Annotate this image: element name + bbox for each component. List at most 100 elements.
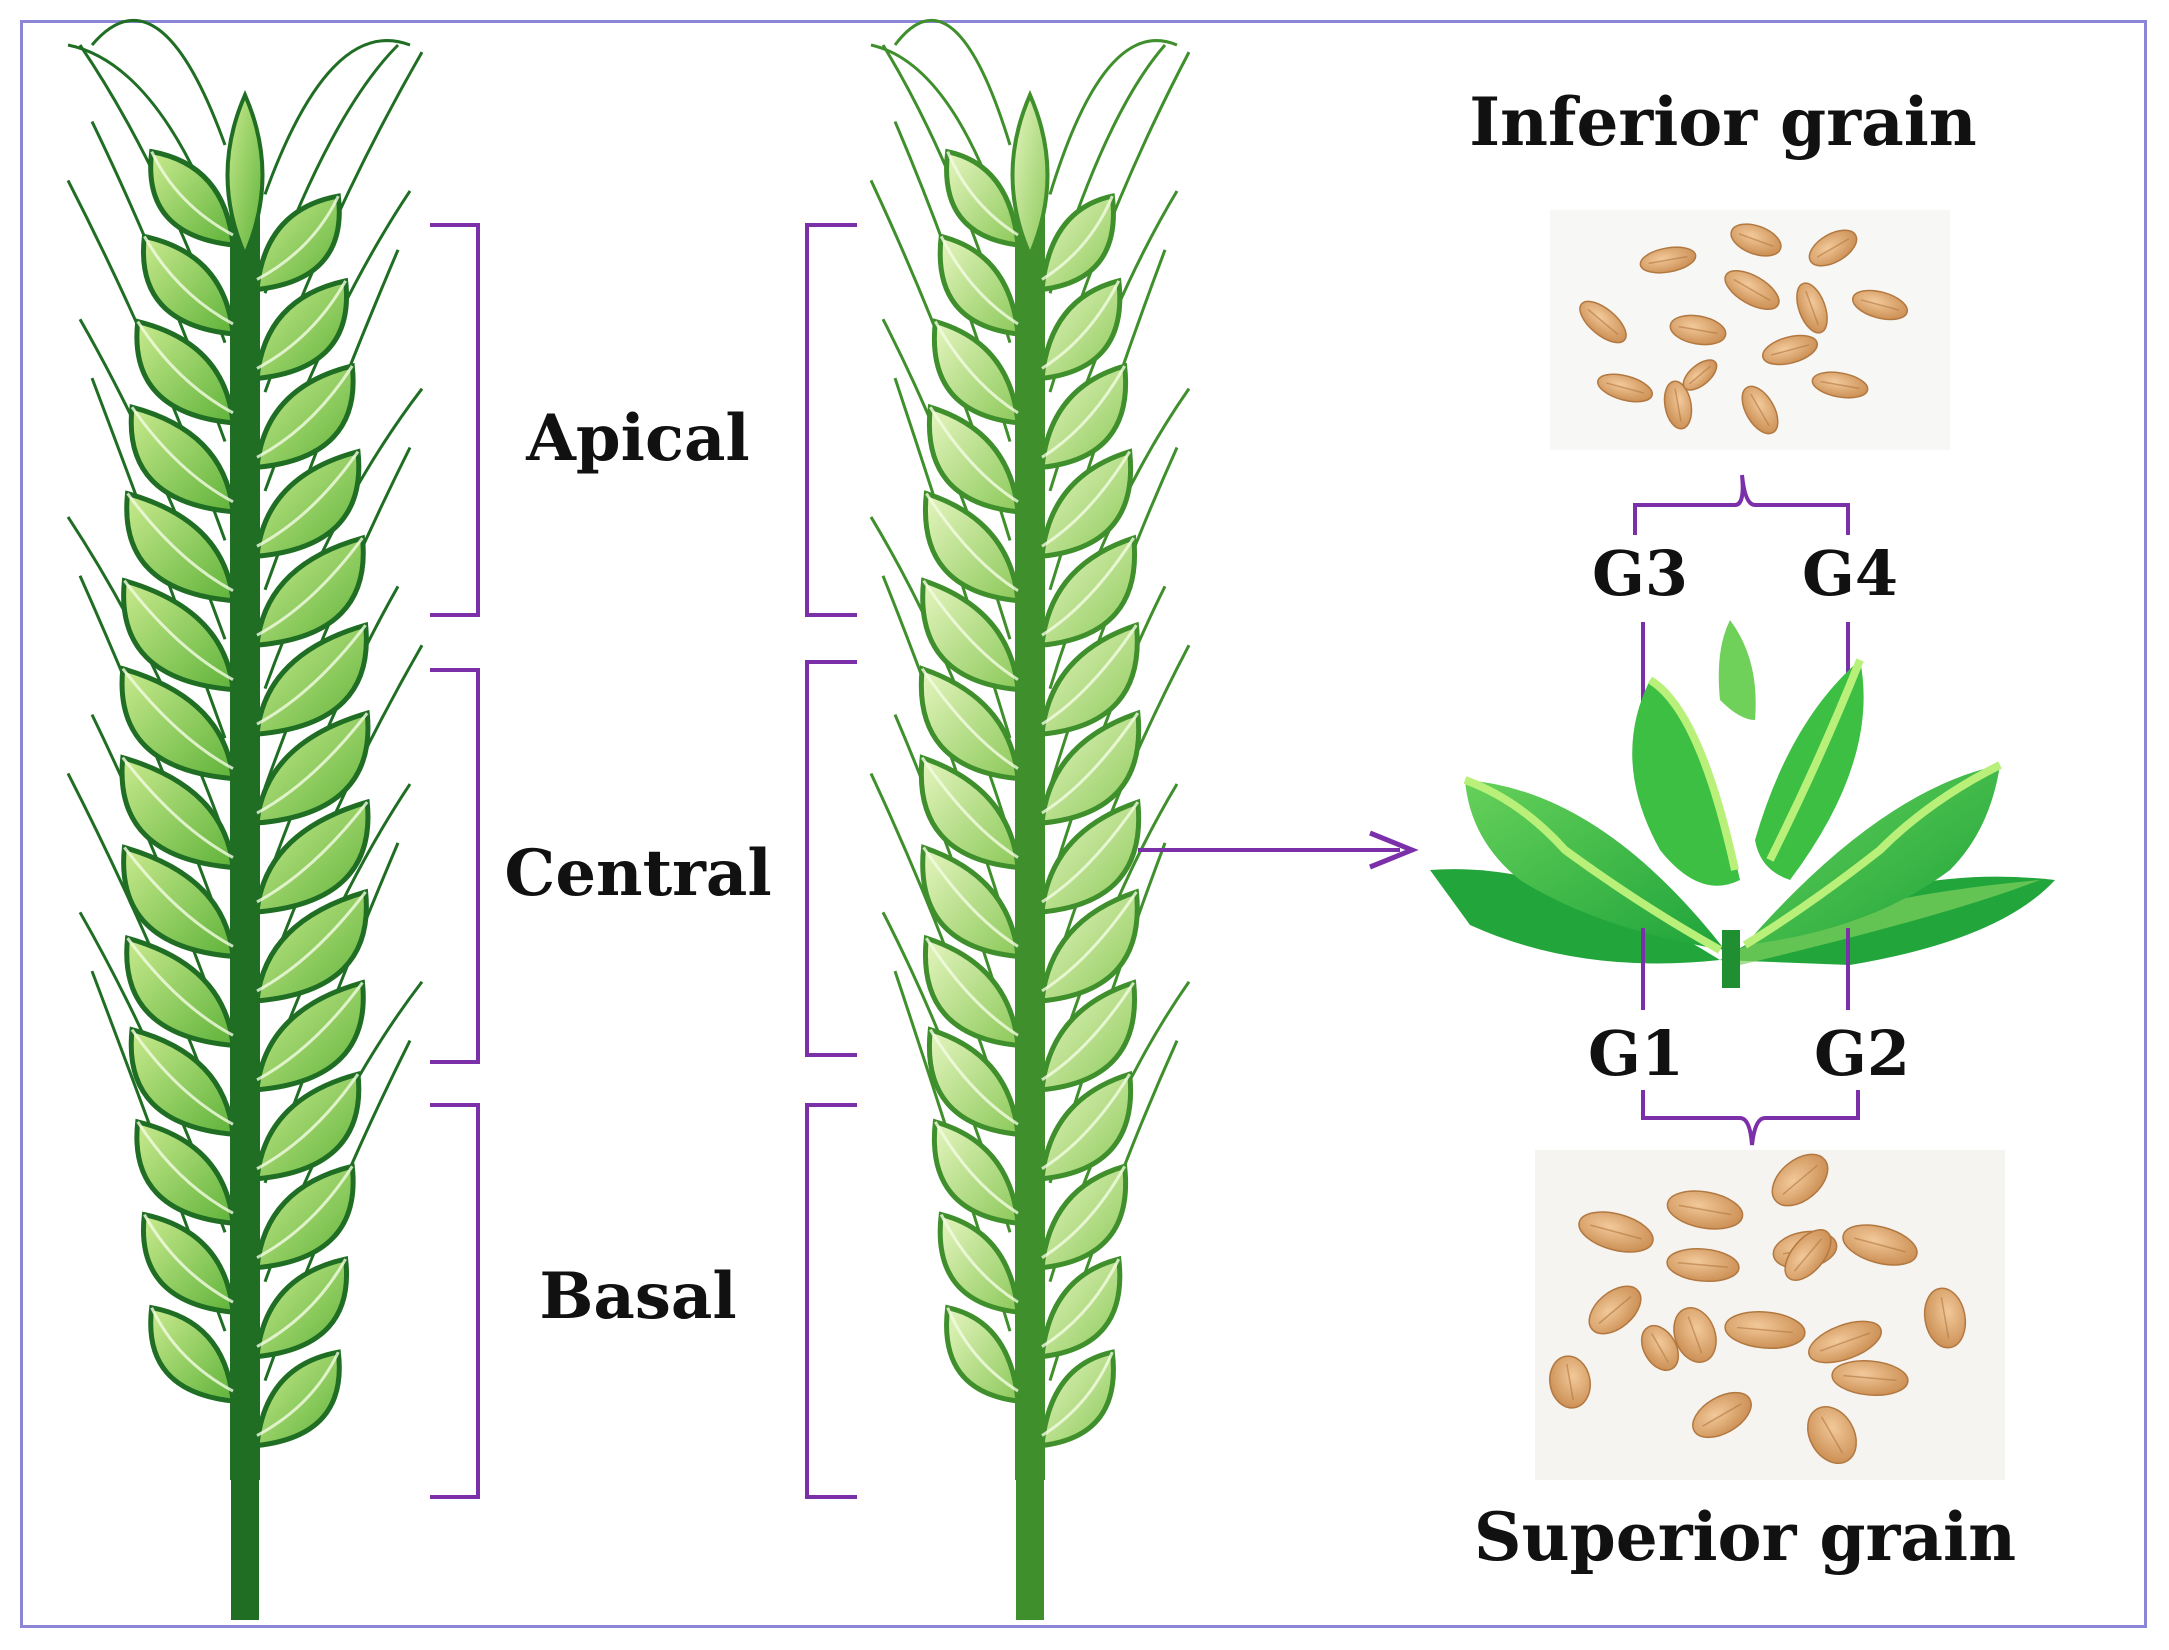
grain-crease (1793, 1238, 1823, 1272)
spikelet-highlight (1041, 801, 1140, 904)
spikelet-highlight (1041, 891, 1138, 993)
grain-crease (1820, 380, 1860, 390)
spikelet-grain (937, 233, 1021, 337)
spikelet-highlight (256, 365, 354, 459)
spikelet-highlight (1041, 1165, 1126, 1259)
grain-crease (1737, 1326, 1793, 1334)
grain-crease (1940, 1297, 1950, 1339)
grain-crease (1650, 1333, 1670, 1363)
spikelet-highlight (256, 712, 369, 815)
spikelet-highlight (1041, 624, 1138, 726)
grain-crease (1738, 233, 1774, 247)
awn (1048, 585, 1167, 887)
grain-crease (1605, 382, 1645, 394)
label-g4: G4 (1802, 537, 1898, 610)
spikelet-highlight (920, 667, 1019, 770)
spikelet-highlight (1041, 450, 1131, 548)
spikelet-illustration (1430, 620, 2055, 988)
spikelet-highlight (1041, 365, 1126, 459)
grain-crease (1782, 1165, 1818, 1195)
label-central: Central (504, 836, 771, 911)
spikelet-highlight (939, 1213, 1019, 1304)
grain-crease (1598, 1295, 1632, 1325)
label-g1: G1 (1588, 1017, 1684, 1090)
spikelet-highlight (143, 1213, 234, 1304)
spikelet-highlight (256, 1258, 347, 1348)
spikelet-highlight (939, 235, 1019, 326)
bracket-basal-right (805, 1103, 857, 1499)
wheat-spike-illustration-right (869, 18, 1191, 1620)
awn (869, 516, 1012, 838)
grain-cluster-inferior (1550, 210, 1950, 450)
spikelet-highlight (1041, 537, 1135, 637)
spikelet-highlight (946, 151, 1019, 237)
spikelet-highlight (126, 492, 234, 593)
grain-crease (1674, 388, 1682, 422)
spikelet-highlight (1041, 712, 1140, 815)
bracket-basal-left (430, 1103, 480, 1499)
spikelet-highlight (123, 846, 234, 948)
grain-crease (1702, 1403, 1742, 1427)
label-superior-grain: Superior grain (1474, 1498, 2016, 1576)
awn (1048, 39, 1178, 195)
spikelet-highlight (121, 756, 234, 859)
spikelet-highlight (925, 492, 1019, 592)
spikelet-highlight (922, 579, 1019, 681)
spikelet-highlight (256, 801, 369, 904)
grain-crease (1590, 1224, 1642, 1240)
grain-crease (1860, 299, 1900, 311)
grain-crease (1587, 308, 1619, 336)
spikelet-highlight (920, 756, 1019, 859)
label-g3: G3 (1592, 537, 1688, 610)
grain-crease (1816, 238, 1850, 258)
spikelet-highlight (143, 235, 234, 326)
spikelet-grain (937, 1211, 1021, 1315)
spikelet-highlight (136, 1121, 234, 1215)
spikelet-grain (944, 148, 1021, 248)
spikelet-grain (1039, 1349, 1116, 1449)
bracket-central-left (430, 668, 480, 1064)
spikelet-highlight (929, 406, 1019, 504)
spikelet-highlight (946, 1307, 1019, 1393)
spikelet-highlight (150, 150, 234, 237)
spikelet-grain (148, 148, 236, 248)
label-inferior-grain: Inferior grain (1469, 83, 1977, 161)
grain-crease (1678, 325, 1718, 335)
label-apical: Apical (525, 401, 749, 476)
grain-crease (1805, 290, 1819, 326)
awn (263, 39, 411, 195)
grain-crease (1843, 1374, 1897, 1382)
spikelet-highlight (1041, 195, 1114, 281)
label-basal: Basal (539, 1259, 736, 1334)
spikelet-grain (254, 1256, 350, 1360)
spikelet-highlight (934, 320, 1019, 415)
grain-crease (1750, 393, 1770, 427)
spikelet-highlight (121, 667, 234, 770)
grain-crease (1733, 278, 1771, 302)
spikelet-grain (931, 1118, 1021, 1227)
spikelet-highlight (256, 195, 340, 281)
spikelet-grain (1039, 193, 1116, 293)
grain-crease (1678, 1204, 1732, 1216)
spikelet-highlight (256, 1165, 354, 1260)
awn (263, 585, 400, 887)
spikelet-grain (254, 193, 342, 293)
spikelet-highlight (256, 537, 364, 637)
spikelet-highlight (256, 624, 367, 726)
bracket-apical-right (805, 223, 857, 617)
spikelet-highlight (256, 981, 364, 1082)
spikelet-highlight (150, 1307, 234, 1393)
spikelet-highlight (1041, 981, 1135, 1082)
grain-crease (1688, 365, 1712, 385)
spikelet-highlight (126, 937, 234, 1037)
grain-cluster-superior (1535, 1150, 2005, 1480)
grain-crease (1819, 1332, 1871, 1352)
spikelet-highlight (1041, 280, 1121, 370)
awn (90, 18, 227, 146)
bracket-apical-left (430, 223, 480, 617)
grain-crease (1648, 255, 1688, 265)
awn (66, 516, 227, 838)
spikelet-highlight (1041, 1351, 1114, 1437)
wheat-spike-illustration-left (66, 18, 424, 1620)
